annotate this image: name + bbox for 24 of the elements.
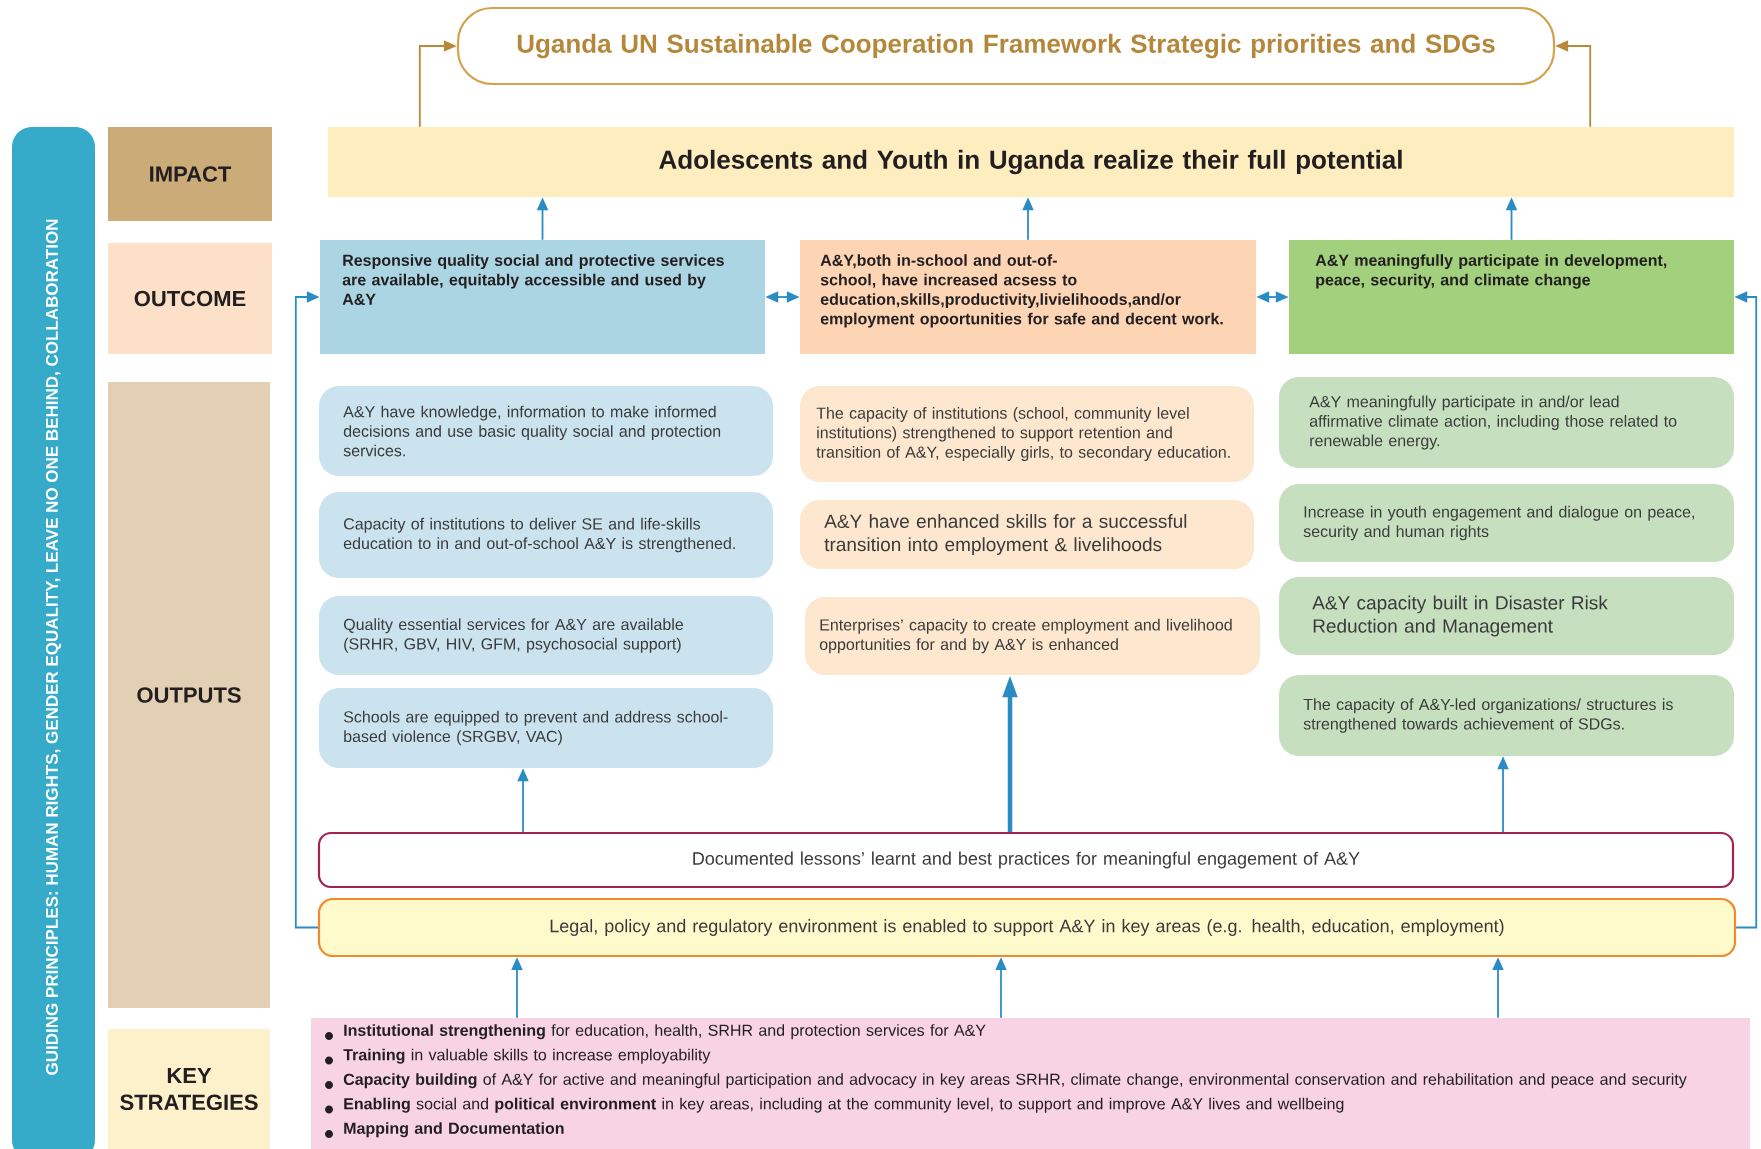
outcome-box: Responsive quality social and protective services are available, equitably accessible and used by A&Y — [320, 240, 765, 354]
level-label: KEY STRATEGIES — [108, 1029, 270, 1149]
output-box: Capacity of institutions to deliver SE and life-skills education to in and out-of-school A&Y is strengthened. — [319, 492, 773, 578]
level-label: OUTCOME — [108, 243, 272, 354]
output-box: A&Y capacity built in Disaster Risk Reduction and Management — [1279, 577, 1734, 655]
output-box: The capacity of A&Y-led organizations/ structures is strengthened towards achievement of SDGs. — [1279, 675, 1734, 756]
principles-bar: GUIDING PRINCIPLES: HUMAN RIGHTS, GENDER EQUALITY, LEAVE NO ONE BEHIND, COLLABORATION — [12, 127, 95, 1149]
practices-box: Documented lessons’ learnt and best practices for meaningful engagement of A&Y — [317, 831, 1735, 889]
strategies-box: Institutional strengthening for education, health, SRHR and protection services for A&Y Training in valuable skills to increase employability Capacity building of A&Y for active and meaningful participation and advocacy in key areas SRHR, climate change, environmental conservation and rehabilitation and peace and security Enabling social and political environment in key areas, including at the community level, to support and improve A&Y lives and wellbeing Mapping and Documentation — [311, 1018, 1750, 1149]
output-box: Increase in youth engagement and dialogue on peace, security and human rights — [1279, 484, 1734, 562]
policy-box: Legal, policy and regulatory environment is enabled to support A&Y in key areas (e.g. health, education, employment) — [317, 897, 1737, 958]
output-box: Quality essential services for A&Y are available (SRHR, GBV, HIV, GFM, psychosocial support) — [319, 596, 773, 675]
outcome-box: A&Y,both in-school and out-of-school, have increased acsess to education,skills,productivity,livielihoods,and/or employment opoortunities for safe and decent work. — [800, 240, 1256, 354]
outcome-box: A&Y meaningfully participate in development, peace, security, and climate change — [1289, 240, 1734, 354]
impact-box: Adolescents and Youth in Uganda realize their full potential — [328, 127, 1734, 197]
output-box: A&Y have knowledge, information to make informed decisions and use basic quality social and protection services. — [319, 386, 773, 476]
output-box: Enterprises’ capacity to create employment and livelihood opportunities for and by A&Y is enhanced — [805, 597, 1260, 675]
output-box: A&Y meaningfully participate in and/or lead affirmative climate action, including those related to renewable energy. — [1279, 377, 1734, 468]
output-box: A&Y have enhanced skills for a successful transition into employment & livelihoods — [800, 500, 1254, 569]
level-label: IMPACT — [108, 127, 272, 221]
title-box: Uganda UN Sustainable Cooperation Framework Strategic priorities and SDGs — [456, 6, 1556, 86]
output-box: The capacity of institutions (school, community level institutions) strengthened to support retention and transition of A&Y, especially girls, to secondary education. — [800, 386, 1254, 482]
output-box: Schools are equipped to prevent and address school-based violence (SRGBV, VAC) — [319, 688, 773, 768]
level-label: OUTPUTS — [108, 382, 270, 1008]
